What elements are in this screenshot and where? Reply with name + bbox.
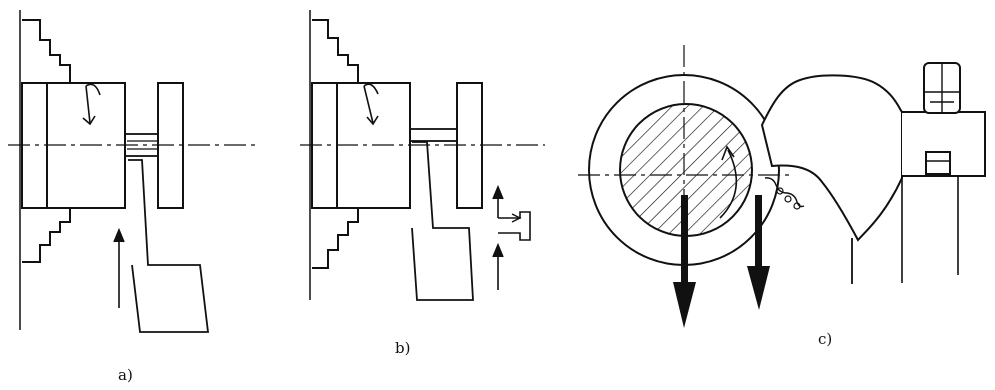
caption-a: a) [118,366,133,384]
chuck-lower-steps [22,208,71,263]
parting-tool-blade-b [411,141,474,301]
chuck-upper-steps [22,19,71,82]
feed-offset-bracket [498,211,531,241]
panel-a-lathe-parting [8,10,255,333]
rotation-arrow-a [85,83,101,96]
panel-c-cutting-forces [578,45,986,328]
parting-tool-blade-a [128,159,210,333]
clamp-bolt-nut [925,151,951,175]
cut-rotation-arrow [719,149,738,219]
chuck-upper-steps [312,19,359,82]
parting-neck [409,128,458,142]
chip-curl [764,177,805,208]
cutting-force-arrow-left [673,195,696,328]
chuck-lower-steps [312,208,359,269]
cutting-force-arrow-right [747,195,770,310]
panel-b-lathe-parting [300,10,545,301]
tool-holder-body [760,74,903,242]
caption-b: b) [395,339,411,357]
rotation-arrow-b [363,83,379,95]
caption-c: c) [818,330,833,348]
